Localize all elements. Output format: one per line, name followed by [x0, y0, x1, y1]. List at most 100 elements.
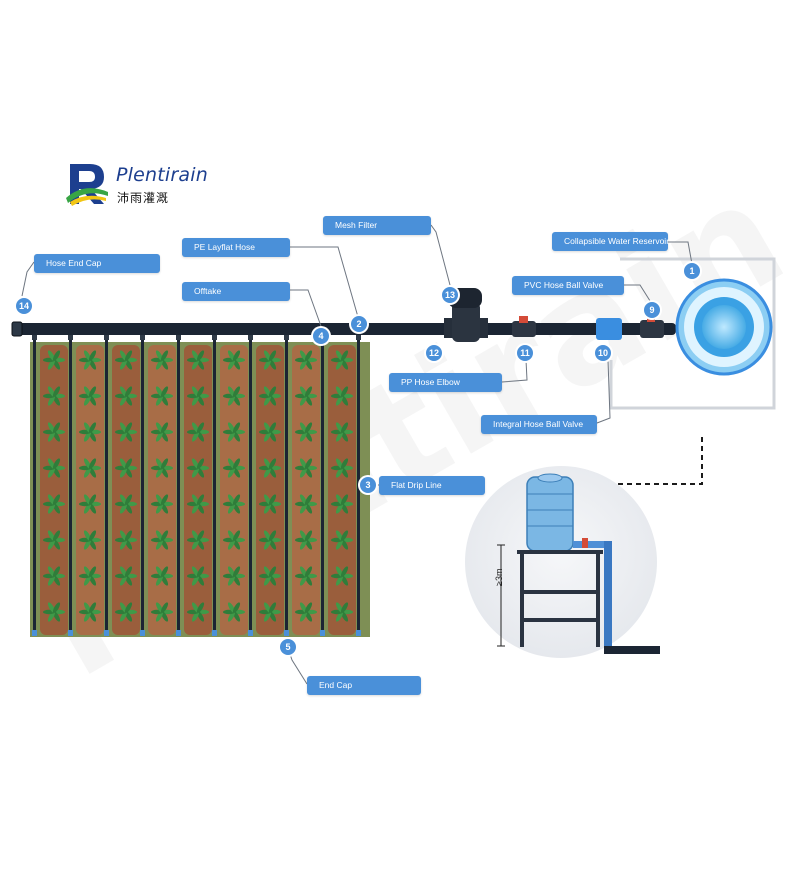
irrigation-diagram: Plentirain	[11, 164, 776, 695]
plant	[223, 566, 245, 586]
soil-ridge	[328, 345, 356, 635]
plant	[79, 602, 101, 622]
plant	[79, 530, 101, 550]
plant	[151, 494, 173, 514]
plant	[331, 350, 353, 370]
soil-ridge	[76, 345, 104, 635]
plant	[295, 386, 317, 406]
drip-end-cap	[104, 630, 109, 636]
reservoir-frame	[609, 257, 776, 410]
plant	[115, 386, 137, 406]
water-tank	[526, 473, 574, 552]
plant	[223, 350, 245, 370]
offtake	[212, 334, 217, 340]
offtake	[104, 334, 109, 340]
badge-13: 13	[442, 287, 458, 303]
callout-pe-layflat-hose: PE Layflat Hose	[182, 238, 290, 257]
plant	[151, 530, 173, 550]
dashed-arrow	[600, 437, 703, 485]
plant	[223, 494, 245, 514]
plant	[187, 386, 209, 406]
drip-end-cap	[140, 630, 145, 636]
drip-line	[357, 334, 360, 634]
plant	[223, 458, 245, 478]
plant	[331, 566, 353, 586]
soil-ridge	[184, 345, 212, 635]
drip-lines	[32, 334, 361, 636]
plant	[151, 350, 173, 370]
height-dimension	[497, 544, 505, 647]
offtake	[356, 334, 361, 340]
plant	[187, 458, 209, 478]
drip-line	[177, 334, 180, 634]
plant	[43, 602, 65, 622]
callout-end-cap: End Cap	[307, 676, 421, 695]
brand-name-cn: 沛雨灌溉	[117, 191, 170, 205]
plant	[187, 422, 209, 442]
plant	[43, 530, 65, 550]
plant	[259, 494, 281, 514]
plant	[223, 422, 245, 442]
plant	[295, 566, 317, 586]
soil-ridge	[220, 345, 248, 635]
callout-flat-drip-line: Flat Drip Line	[379, 476, 485, 495]
badge-4: 4	[313, 328, 329, 344]
plant	[151, 602, 173, 622]
plant	[79, 566, 101, 586]
plant	[115, 494, 137, 514]
plant	[187, 530, 209, 550]
mesh-filter	[444, 288, 488, 342]
diagram-graphics	[11, 224, 776, 685]
plant	[331, 530, 353, 550]
brand-name: Plentirain	[116, 164, 208, 186]
offtake	[32, 334, 37, 340]
drip-line	[141, 334, 144, 634]
leader-lines	[21, 224, 693, 685]
plant	[295, 422, 317, 442]
plant	[295, 530, 317, 550]
plant	[151, 458, 173, 478]
drip-line	[105, 334, 108, 634]
tank-stand	[517, 550, 603, 647]
plant	[223, 386, 245, 406]
badge-10: 10	[595, 345, 611, 361]
plant	[331, 458, 353, 478]
plant	[259, 386, 281, 406]
pp-hose-elbow	[596, 318, 622, 340]
badge-11: 11	[517, 345, 533, 361]
drip-line	[285, 334, 288, 634]
plant	[259, 566, 281, 586]
plant	[259, 602, 281, 622]
offtake	[284, 334, 289, 340]
plant	[151, 422, 173, 442]
callout-hose-end-cap: Hose End Cap	[34, 254, 160, 273]
plant	[223, 530, 245, 550]
plant	[43, 458, 65, 478]
soil-ridge	[292, 345, 320, 635]
plant	[79, 386, 101, 406]
plant	[295, 602, 317, 622]
badge-14: 14	[16, 298, 32, 314]
field	[30, 342, 370, 637]
soil-ridge	[148, 345, 176, 635]
plant	[331, 602, 353, 622]
drip-end-cap	[176, 630, 181, 636]
badge-3: 3	[360, 477, 376, 493]
drip-end-cap	[320, 630, 325, 636]
callout-mesh-filter: Mesh Filter	[323, 216, 431, 235]
plant	[259, 458, 281, 478]
drip-end-cap	[284, 630, 289, 636]
plant	[187, 566, 209, 586]
drip-line	[69, 334, 72, 634]
plant	[43, 494, 65, 514]
plant	[79, 422, 101, 442]
offtake	[68, 334, 73, 340]
plant	[187, 602, 209, 622]
plant	[43, 350, 65, 370]
plant	[43, 422, 65, 442]
integral-hose-ball-valve	[512, 316, 536, 337]
drip-end-cap	[212, 630, 217, 636]
elevated-tank-scene	[465, 466, 660, 658]
brand-mark-icon	[66, 164, 108, 206]
plant	[259, 422, 281, 442]
